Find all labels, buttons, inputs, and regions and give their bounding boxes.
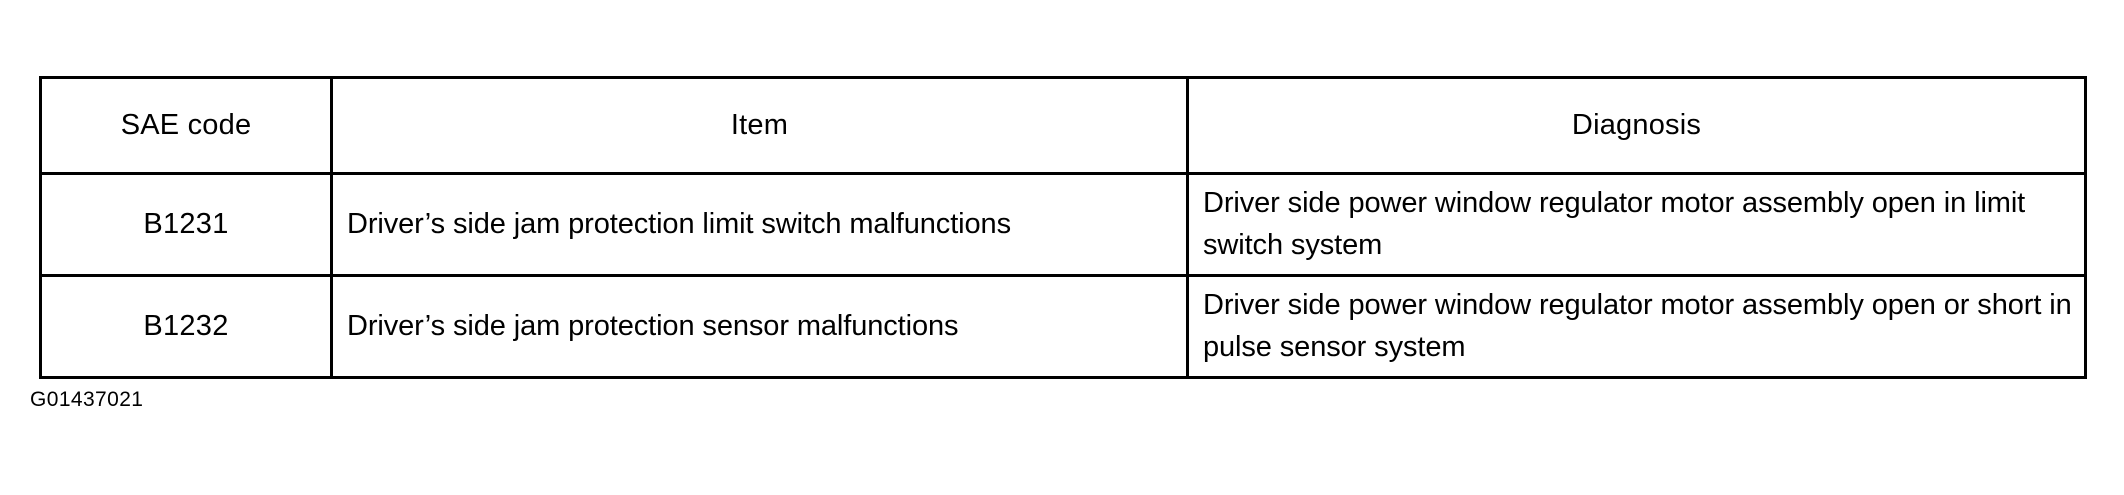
item-description: Driver’s side jam protection limit switc… (347, 207, 1011, 240)
sae-code-value: B1232 (143, 310, 229, 342)
cell-item: Driver’s side jam protection sensor malf… (330, 274, 1189, 379)
diagnosis-description: Driver side power window regulator motor… (1203, 289, 2072, 363)
column-header-item: Item (330, 76, 1189, 175)
cell-diagnosis: Driver side power window regulator motor… (1186, 172, 2087, 277)
figure-reference-label: G01437021 (30, 388, 144, 411)
column-header-diagnosis: Diagnosis (1186, 76, 2087, 175)
column-header-diagnosis-label: Diagnosis (1571, 108, 1702, 141)
diagnosis-description: Driver side power window regulator motor… (1203, 187, 2026, 261)
cell-item: Driver’s side jam protection limit switc… (330, 172, 1189, 277)
table-row: B1232 Driver’s side jam protection senso… (39, 274, 2087, 379)
table-header-row: SAE code Item Diagnosis (39, 76, 2087, 175)
column-header-sae-code: SAE code (39, 76, 333, 175)
cell-diagnosis: Driver side power window regulator motor… (1186, 274, 2087, 379)
item-description: Driver’s side jam protection sensor malf… (347, 309, 959, 342)
column-header-sae-code-label: SAE code (120, 108, 252, 141)
table-row: B1231 Driver’s side jam protection limit… (39, 172, 2087, 277)
dtc-code-table: SAE code Item Diagnosis B1231 Driver’s s… (39, 76, 2087, 379)
cell-sae-code: B1232 (39, 274, 333, 379)
column-header-item-label: Item (730, 108, 789, 141)
cell-sae-code: B1231 (39, 172, 333, 277)
sae-code-value: B1231 (143, 208, 229, 240)
